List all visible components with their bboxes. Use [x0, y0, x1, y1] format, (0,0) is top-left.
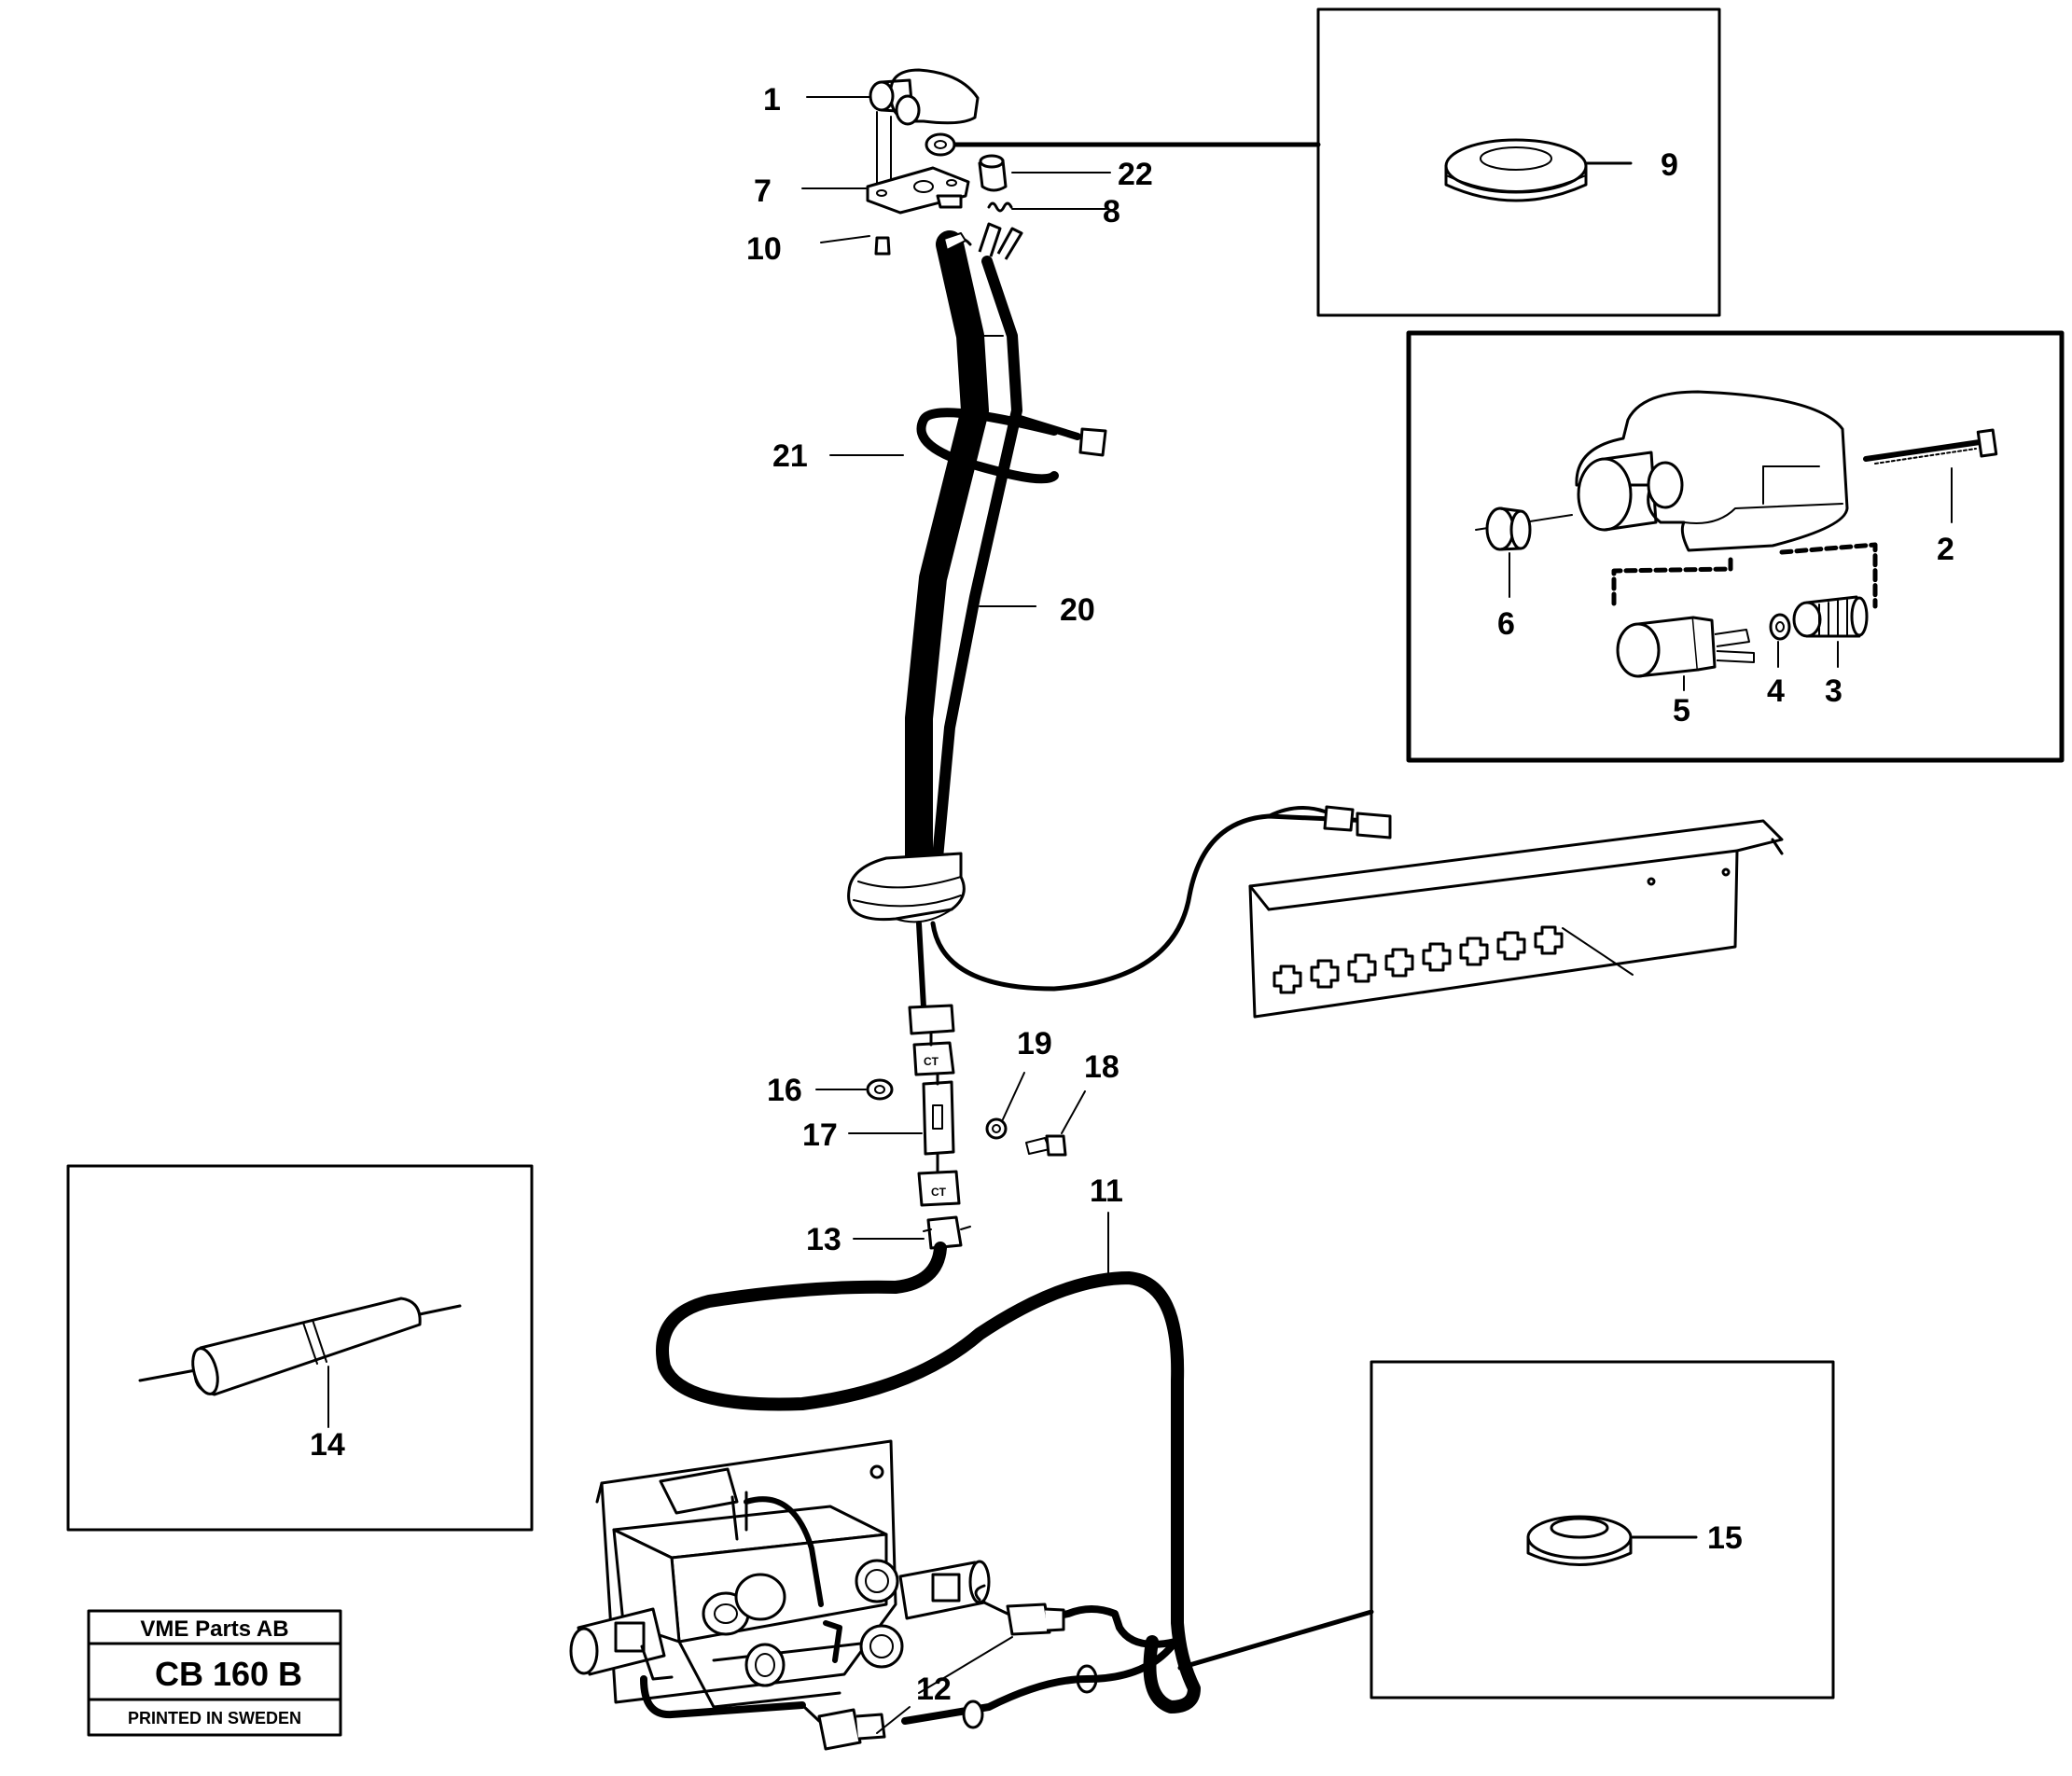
- label-20: 20: [1060, 592, 1095, 628]
- label-8: 8: [1103, 194, 1120, 229]
- label-5: 5: [1673, 693, 1690, 728]
- label-3: 3: [1825, 673, 1843, 709]
- label-2: 2: [1937, 532, 1954, 567]
- panel-hole: [1310, 959, 1340, 989]
- connector-mark-a: CT: [924, 1055, 939, 1068]
- wiring-harness-11: 11: [656, 1173, 1201, 1714]
- drawing-code: CB 160 B: [155, 1655, 302, 1693]
- inset-switch-assembly: 2 6 5 4 3: [1406, 330, 2065, 763]
- label-22: 22: [1118, 157, 1153, 192]
- label-6: 6: [1497, 606, 1515, 642]
- label-21: 21: [772, 438, 808, 474]
- printed-note: PRINTED IN SWEDEN: [128, 1709, 301, 1727]
- label-14: 14: [310, 1427, 345, 1463]
- label-7: 7: [754, 173, 772, 209]
- leader-inset-15: [1177, 1609, 1374, 1671]
- title-block: VME Parts AB CB 160 B PRINTED IN SWEDEN: [87, 1609, 342, 1737]
- panel-hole: [1534, 925, 1564, 955]
- label-17: 17: [802, 1117, 838, 1153]
- lever-assembly: 1 7 22 8 10: [746, 68, 1392, 1010]
- inset-grommet-9: 9: [1316, 7, 1721, 317]
- label-10: 10: [746, 231, 782, 267]
- panel-hole: [1496, 931, 1526, 961]
- label-16: 16: [767, 1073, 802, 1108]
- label-15: 15: [1707, 1520, 1743, 1556]
- panel-hole: [1384, 948, 1414, 978]
- connector-chain: CT 17 16 19 18 CT 13: [767, 1004, 1119, 1257]
- company-name: VME Parts AB: [140, 1616, 288, 1642]
- label-18: 18: [1084, 1049, 1119, 1085]
- label-11: 11: [1090, 1173, 1123, 1209]
- label-9: 9: [1661, 147, 1678, 183]
- label-1: 1: [763, 82, 781, 118]
- label-19: 19: [1017, 1026, 1052, 1061]
- label-13: 13: [806, 1222, 841, 1257]
- harness-branches-12: 12: [800, 1584, 1179, 1751]
- label-4: 4: [1767, 673, 1785, 709]
- valve-block: [569, 1439, 991, 1719]
- label-12: 12: [916, 1672, 952, 1707]
- instrument-panel: [1248, 819, 1784, 1019]
- panel-hole: [1347, 953, 1377, 983]
- inset-fuse-14: 14: [66, 1164, 534, 1532]
- panel-hole: [1272, 964, 1302, 994]
- inset-washer-15: 15: [1370, 1360, 1835, 1700]
- panel-hole: [1459, 937, 1489, 966]
- connector-mark-b: CT: [931, 1186, 947, 1199]
- panel-hole: [1422, 942, 1452, 972]
